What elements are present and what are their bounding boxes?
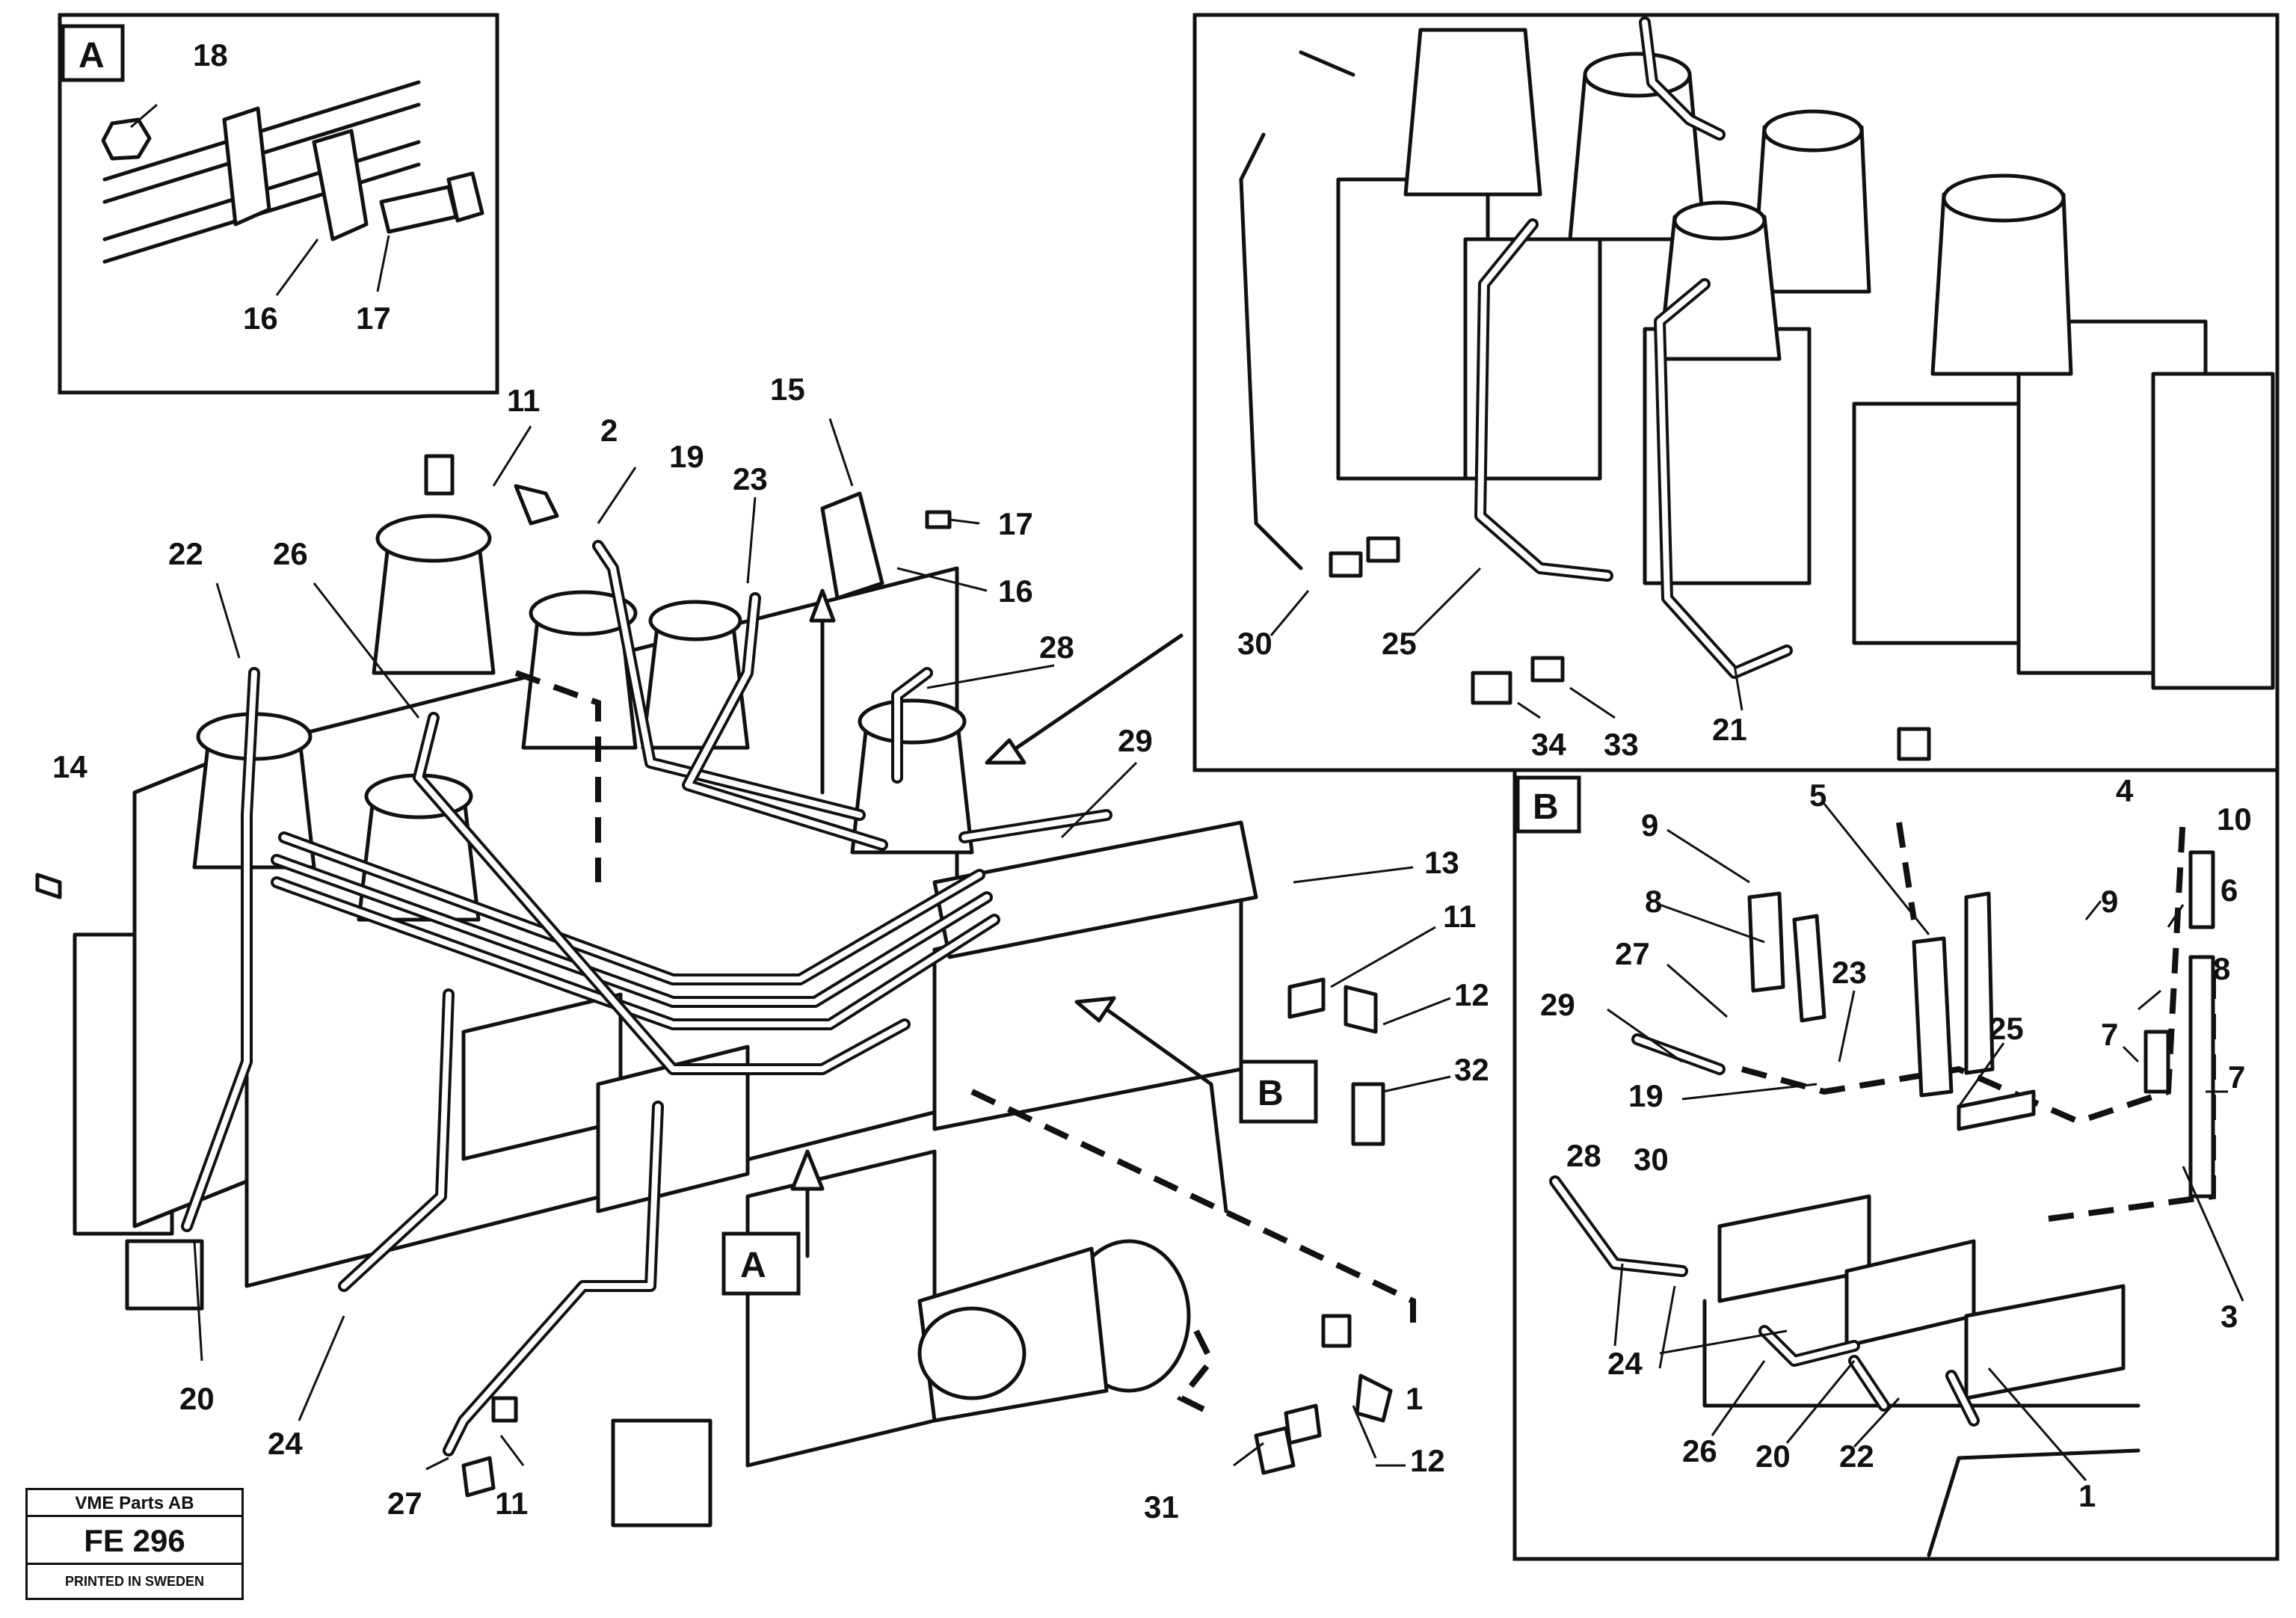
part-label-33: 33 <box>1604 727 1639 762</box>
clamp-plate <box>312 129 369 242</box>
part-label-28: 28 <box>1039 630 1074 665</box>
part-label-29: 29 <box>1540 987 1575 1022</box>
callout-b: B <box>1258 1074 1284 1113</box>
part-label-4: 4 <box>2116 773 2134 808</box>
part-label-17: 17 <box>356 301 391 336</box>
main-assembly <box>35 418 1451 1528</box>
part-label-14: 14 <box>52 749 87 784</box>
inset-a-tag: A <box>79 36 105 76</box>
part-label-2: 2 <box>600 413 618 448</box>
part-label-23: 23 <box>733 461 768 496</box>
part-label-27: 27 <box>1615 936 1650 971</box>
part-label-34: 34 <box>1531 727 1566 762</box>
part-label-19: 19 <box>1628 1078 1663 1113</box>
part-label-12: 12 <box>1454 977 1489 1012</box>
part-label-7: 7 <box>2228 1059 2245 1095</box>
part-label-13: 13 <box>1424 845 1459 880</box>
inset-b: B <box>1512 768 2280 1561</box>
part-label-18: 18 <box>193 37 228 73</box>
part-label-10: 10 <box>2217 802 2252 837</box>
part-label-9: 9 <box>2101 884 2118 919</box>
part-label-3: 3 <box>2220 1299 2238 1334</box>
part-label-32: 32 <box>1454 1052 1489 1087</box>
part-label-17: 17 <box>998 506 1033 541</box>
inset-b-frame <box>1512 768 2280 1561</box>
title-block: VME Parts AB FE 296 PRINTED IN SWEDEN <box>25 1488 244 1600</box>
part-labels: 18 16 17 11 2 19 23 15 17 16 22 26 28 29… <box>52 37 2252 1525</box>
part-label-16: 16 <box>998 573 1033 609</box>
part-label-21: 21 <box>1712 712 1747 747</box>
callout-b-box <box>1239 1059 1318 1124</box>
part-label-16: 16 <box>243 301 278 336</box>
clamp-plate <box>222 106 271 227</box>
part-label-15: 15 <box>770 372 805 407</box>
inset-valves <box>1192 13 2280 772</box>
part-label-1: 1 <box>1406 1381 1423 1416</box>
inset-b-tag: B <box>1533 787 1559 827</box>
part-label-23: 23 <box>1832 955 1867 990</box>
hex-nut <box>101 117 152 161</box>
part-label-26: 26 <box>1682 1433 1717 1468</box>
callout-a-box <box>721 1231 801 1296</box>
part-label-22: 22 <box>168 536 203 571</box>
part-label-8: 8 <box>1645 884 1662 919</box>
part-label-11: 11 <box>507 383 540 418</box>
part-label-8: 8 <box>2213 951 2230 986</box>
figure-code: FE 296 <box>28 1517 241 1565</box>
inset-b-tag-box <box>1515 775 1581 834</box>
part-label-26: 26 <box>273 536 308 571</box>
company-name: VME Parts AB <box>28 1490 241 1517</box>
part-label-12: 12 <box>1410 1443 1445 1478</box>
part-label-28: 28 <box>1566 1138 1601 1173</box>
part-label-20: 20 <box>1755 1439 1791 1474</box>
part-label-11: 11 <box>495 1486 528 1521</box>
part-label-30: 30 <box>1634 1142 1669 1177</box>
part-label-5: 5 <box>1809 778 1826 813</box>
part-label-24: 24 <box>1607 1346 1643 1381</box>
part-label-6: 6 <box>2220 873 2238 908</box>
part-label-29: 29 <box>1118 723 1153 758</box>
part-label-30: 30 <box>1237 626 1272 661</box>
part-label-27: 27 <box>387 1486 422 1521</box>
part-label-25: 25 <box>1382 626 1417 661</box>
part-label-1: 1 <box>2078 1478 2096 1513</box>
part-label-25: 25 <box>1989 1011 2024 1046</box>
part-label-24: 24 <box>268 1426 303 1461</box>
inset-a: A <box>58 13 499 395</box>
part-label-20: 20 <box>179 1381 215 1416</box>
callout-a: A <box>740 1246 766 1285</box>
inset-a-tag-box <box>61 24 125 82</box>
printed-note: PRINTED IN SWEDEN <box>64 1574 204 1589</box>
part-label-9: 9 <box>1641 808 1658 843</box>
part-label-22: 22 <box>1839 1439 1874 1474</box>
part-label-31: 31 <box>1144 1489 1179 1525</box>
part-label-11: 11 <box>1443 899 1476 934</box>
part-label-7: 7 <box>2101 1017 2118 1052</box>
part-label-19: 19 <box>669 439 704 474</box>
